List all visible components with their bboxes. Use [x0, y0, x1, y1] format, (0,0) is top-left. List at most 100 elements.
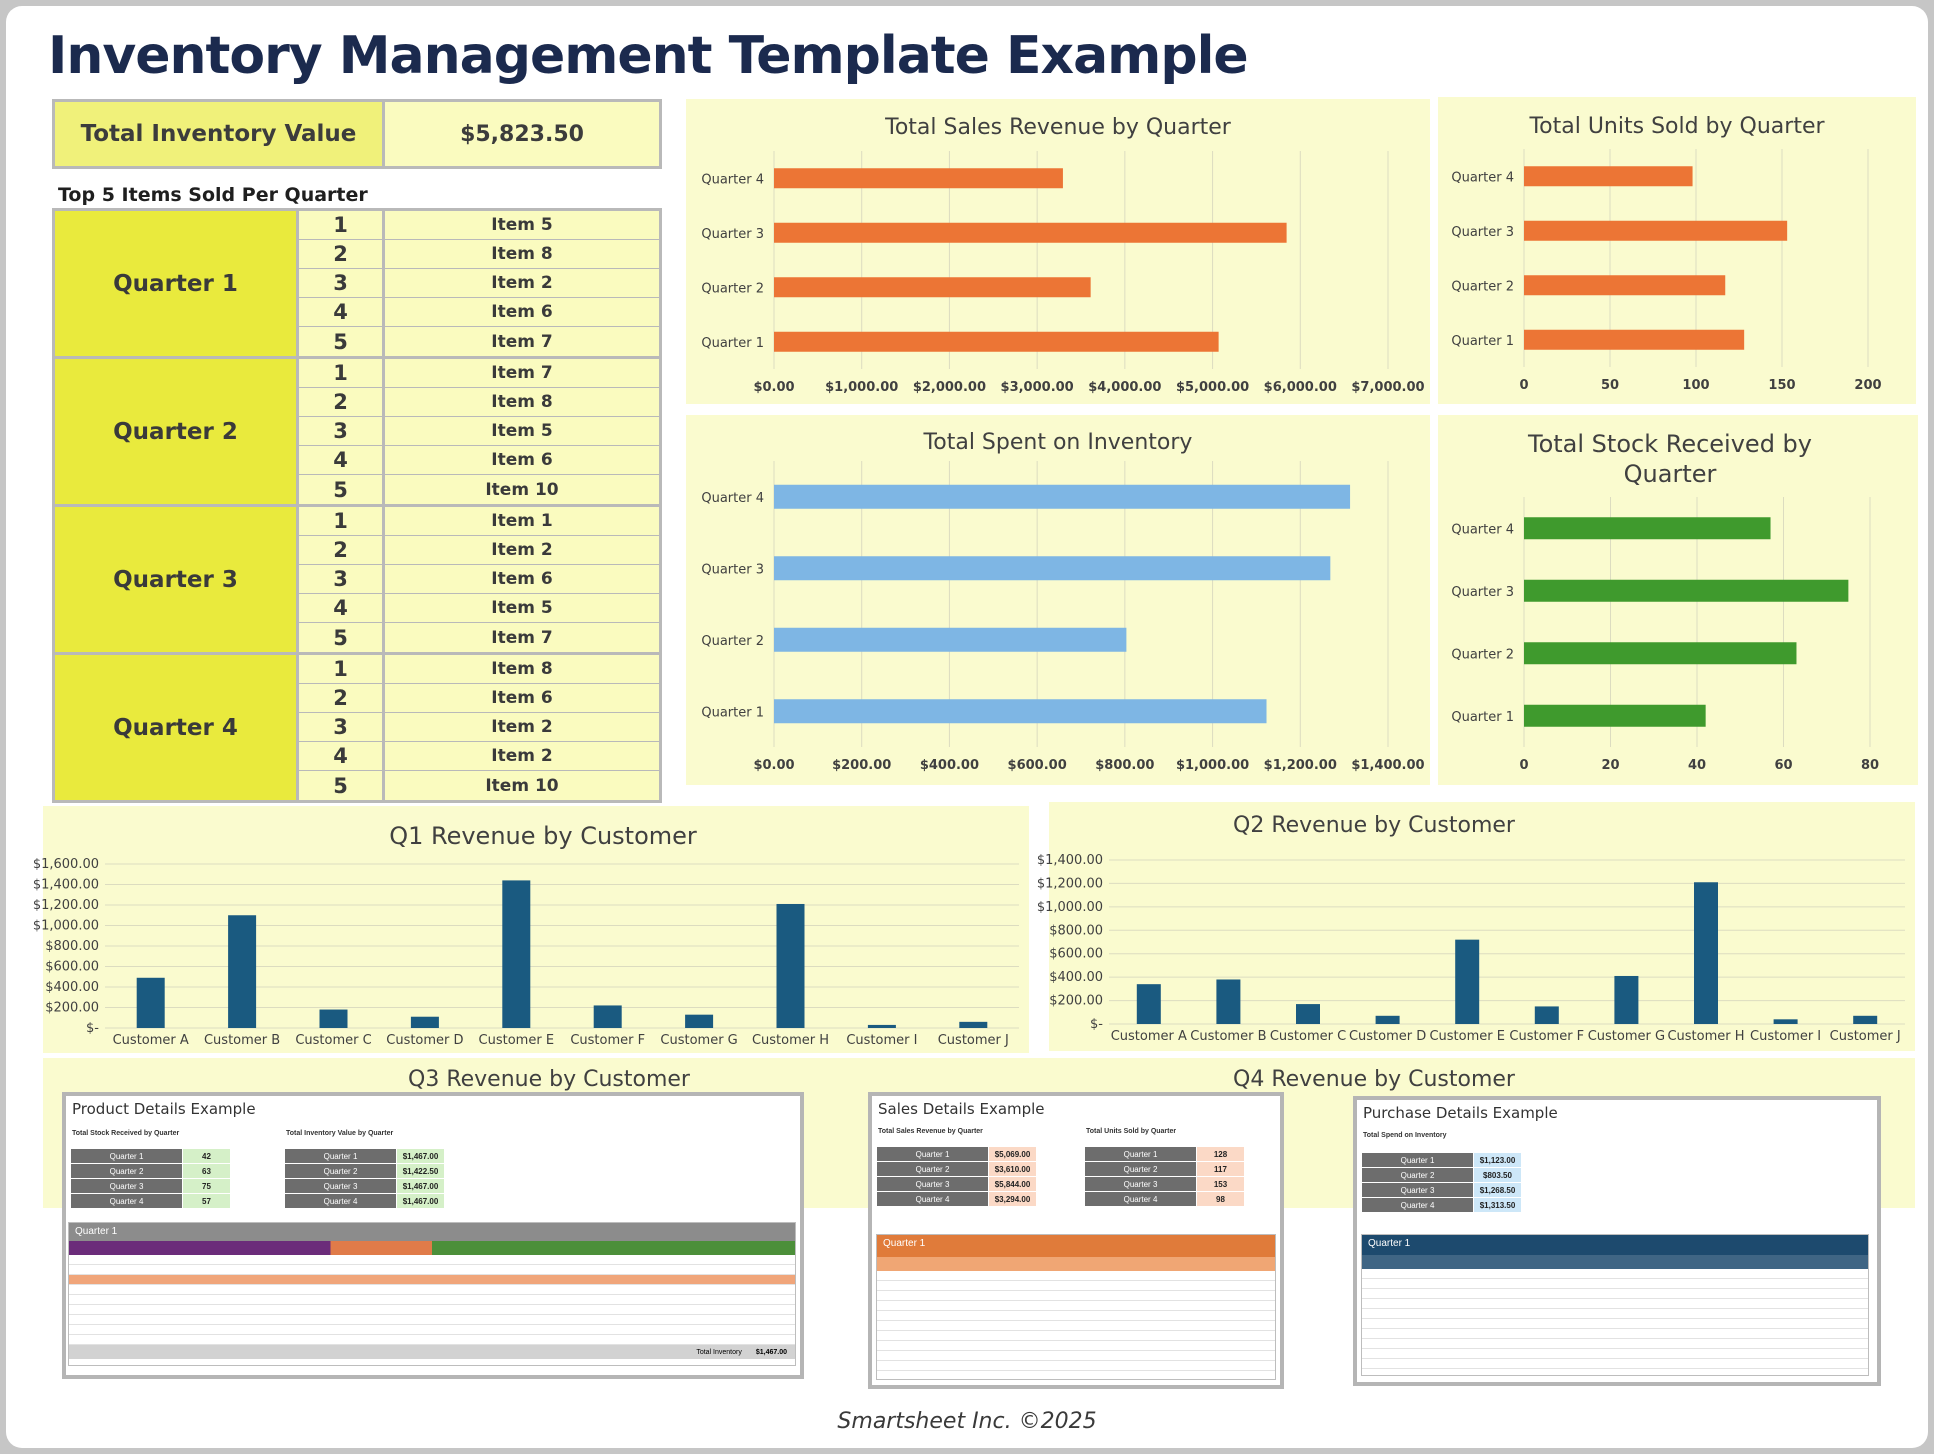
total-inventory-value-row: Total Inventory Value $5,823.50 [52, 99, 662, 169]
rank: 2 [299, 240, 385, 268]
mini-value: $803.50 [1473, 1167, 1522, 1183]
rank: 3 [299, 565, 385, 593]
mini-key: Quarter 4 [1361, 1197, 1474, 1213]
bar [774, 331, 1219, 352]
x-tick-label: $0.00 [753, 758, 794, 773]
mini-value: $1,313.50 [1473, 1197, 1522, 1213]
sales-thumb-title: Sales Details Example [878, 1100, 1045, 1118]
purchase-thumb-title: Purchase Details Example [1363, 1104, 1558, 1122]
sales-details-thumbnail[interactable]: Sales Details Example Total Sales Revenu… [868, 1092, 1284, 1389]
mini-key: Quarter 2 [284, 1163, 397, 1179]
x-tick-label: $0.00 [753, 380, 794, 395]
q4-revenue-chart-svg: Q4 Revenue by Customer [1233, 1067, 1516, 1092]
y-tick-label: Quarter 3 [701, 227, 764, 242]
product-total-value: $1,467.00 [755, 1348, 787, 1356]
x-tick-label: 100 [1682, 378, 1709, 393]
y-tick-label: Quarter 2 [1451, 279, 1514, 294]
rank: 4 [299, 742, 385, 770]
bar [1524, 220, 1788, 241]
purchase-details-thumbnail[interactable]: Purchase Details Example Total Spend on … [1353, 1096, 1881, 1386]
x-tick-label: Customer E [479, 1033, 555, 1048]
chart-title: Quarter [1624, 460, 1717, 488]
mini-value: $5,844.00 [988, 1176, 1037, 1192]
chart-title: Q3 Revenue by Customer [408, 1067, 691, 1092]
footer-copyright: Smartsheet Inc. ©2025 [837, 1409, 1097, 1434]
rank: 5 [299, 475, 385, 504]
sales-revenue-chart: Total Sales Revenue by Quarter$0.00$1,00… [686, 99, 1430, 404]
mini-row: Quarter 1$1,467.00 [284, 1148, 445, 1164]
sales-grid: Quarter 1 [876, 1234, 1276, 1380]
mini-value: $1,123.00 [1473, 1152, 1522, 1168]
x-tick-label: Customer I [1750, 1029, 1821, 1044]
bar [1524, 275, 1726, 296]
purchase-grid: Quarter 1 [1361, 1234, 1869, 1376]
x-tick-label: Customer A [113, 1033, 189, 1048]
product-thumb-title: Product Details Example [72, 1100, 256, 1118]
quarter-name: Quarter 4 [55, 655, 299, 800]
q2-revenue-chart-svg: Q2 Revenue by Customer$-$200.00$400.00$6… [1037, 813, 1905, 1044]
mini-key: Quarter 2 [1084, 1161, 1197, 1177]
chart-title: Total Sales Revenue by Quarter [884, 115, 1232, 140]
bar [774, 699, 1267, 724]
chart-title: Total Stock Received by [1527, 430, 1812, 458]
mini-value: $1,467.00 [396, 1148, 445, 1164]
y-tick-label: $200.00 [1049, 994, 1103, 1009]
x-tick-label: 60 [1774, 758, 1792, 773]
mini-key: Quarter 1 [284, 1148, 397, 1164]
product-grid-header: Quarter 1 [69, 1223, 795, 1241]
bar [1534, 1006, 1559, 1024]
x-tick-label: Customer D [386, 1033, 463, 1048]
y-tick-label: $1,200.00 [1037, 876, 1103, 891]
item-name: Item 7 [491, 363, 553, 383]
quarter-name: Quarter 1 [55, 211, 299, 356]
bar [867, 1024, 896, 1028]
x-tick-label: $1,400.00 [1351, 758, 1424, 773]
x-tick-label: $7,000.00 [1351, 380, 1424, 395]
product-total-label: Total Inventory [696, 1348, 742, 1356]
y-tick-label: Quarter 3 [701, 562, 764, 577]
page-title: Inventory Management Template Example [48, 26, 1249, 86]
y-tick-label: $600.00 [45, 960, 99, 975]
x-tick-label: Customer C [295, 1033, 371, 1048]
item-name: Item 2 [491, 717, 553, 737]
rank: 3 [299, 269, 385, 297]
bar [774, 222, 1287, 243]
x-tick-label: 40 [1688, 758, 1706, 773]
q3-revenue-chart-svg: Q3 Revenue by Customer [408, 1067, 691, 1092]
y-tick-label: Quarter 1 [701, 336, 764, 351]
mini-row: Quarter 3$5,844.00 [876, 1176, 1037, 1192]
bar [1136, 984, 1161, 1024]
x-tick-label: Customer F [570, 1033, 645, 1048]
rank: 5 [299, 623, 385, 652]
y-tick-label: $1,400.00 [1037, 853, 1103, 868]
rank: 4 [299, 594, 385, 622]
y-tick-label: $400.00 [45, 980, 99, 995]
y-tick-label: $- [1090, 1017, 1103, 1032]
product-details-thumbnail[interactable]: Product Details Example Total Stock Rece… [62, 1092, 804, 1379]
x-tick-label: Customer E [1429, 1029, 1505, 1044]
x-tick-label: $6,000.00 [1264, 380, 1337, 395]
bar [685, 1014, 714, 1028]
mini-value: $1,422.50 [396, 1163, 445, 1179]
x-tick-label: Customer D [1349, 1029, 1426, 1044]
product-grid-columns [69, 1241, 795, 1255]
mini-value: $1,268.50 [1473, 1182, 1522, 1198]
y-tick-label: $600.00 [1049, 947, 1103, 962]
bar [774, 556, 1331, 581]
bar [776, 903, 805, 1028]
y-tick-label: $1,000.00 [33, 919, 99, 934]
mini-row: Quarter 1$1,123.00 [1361, 1152, 1522, 1168]
mini-key: Quarter 1 [1361, 1152, 1474, 1168]
x-tick-label: 150 [1768, 378, 1795, 393]
bar [774, 627, 1127, 652]
